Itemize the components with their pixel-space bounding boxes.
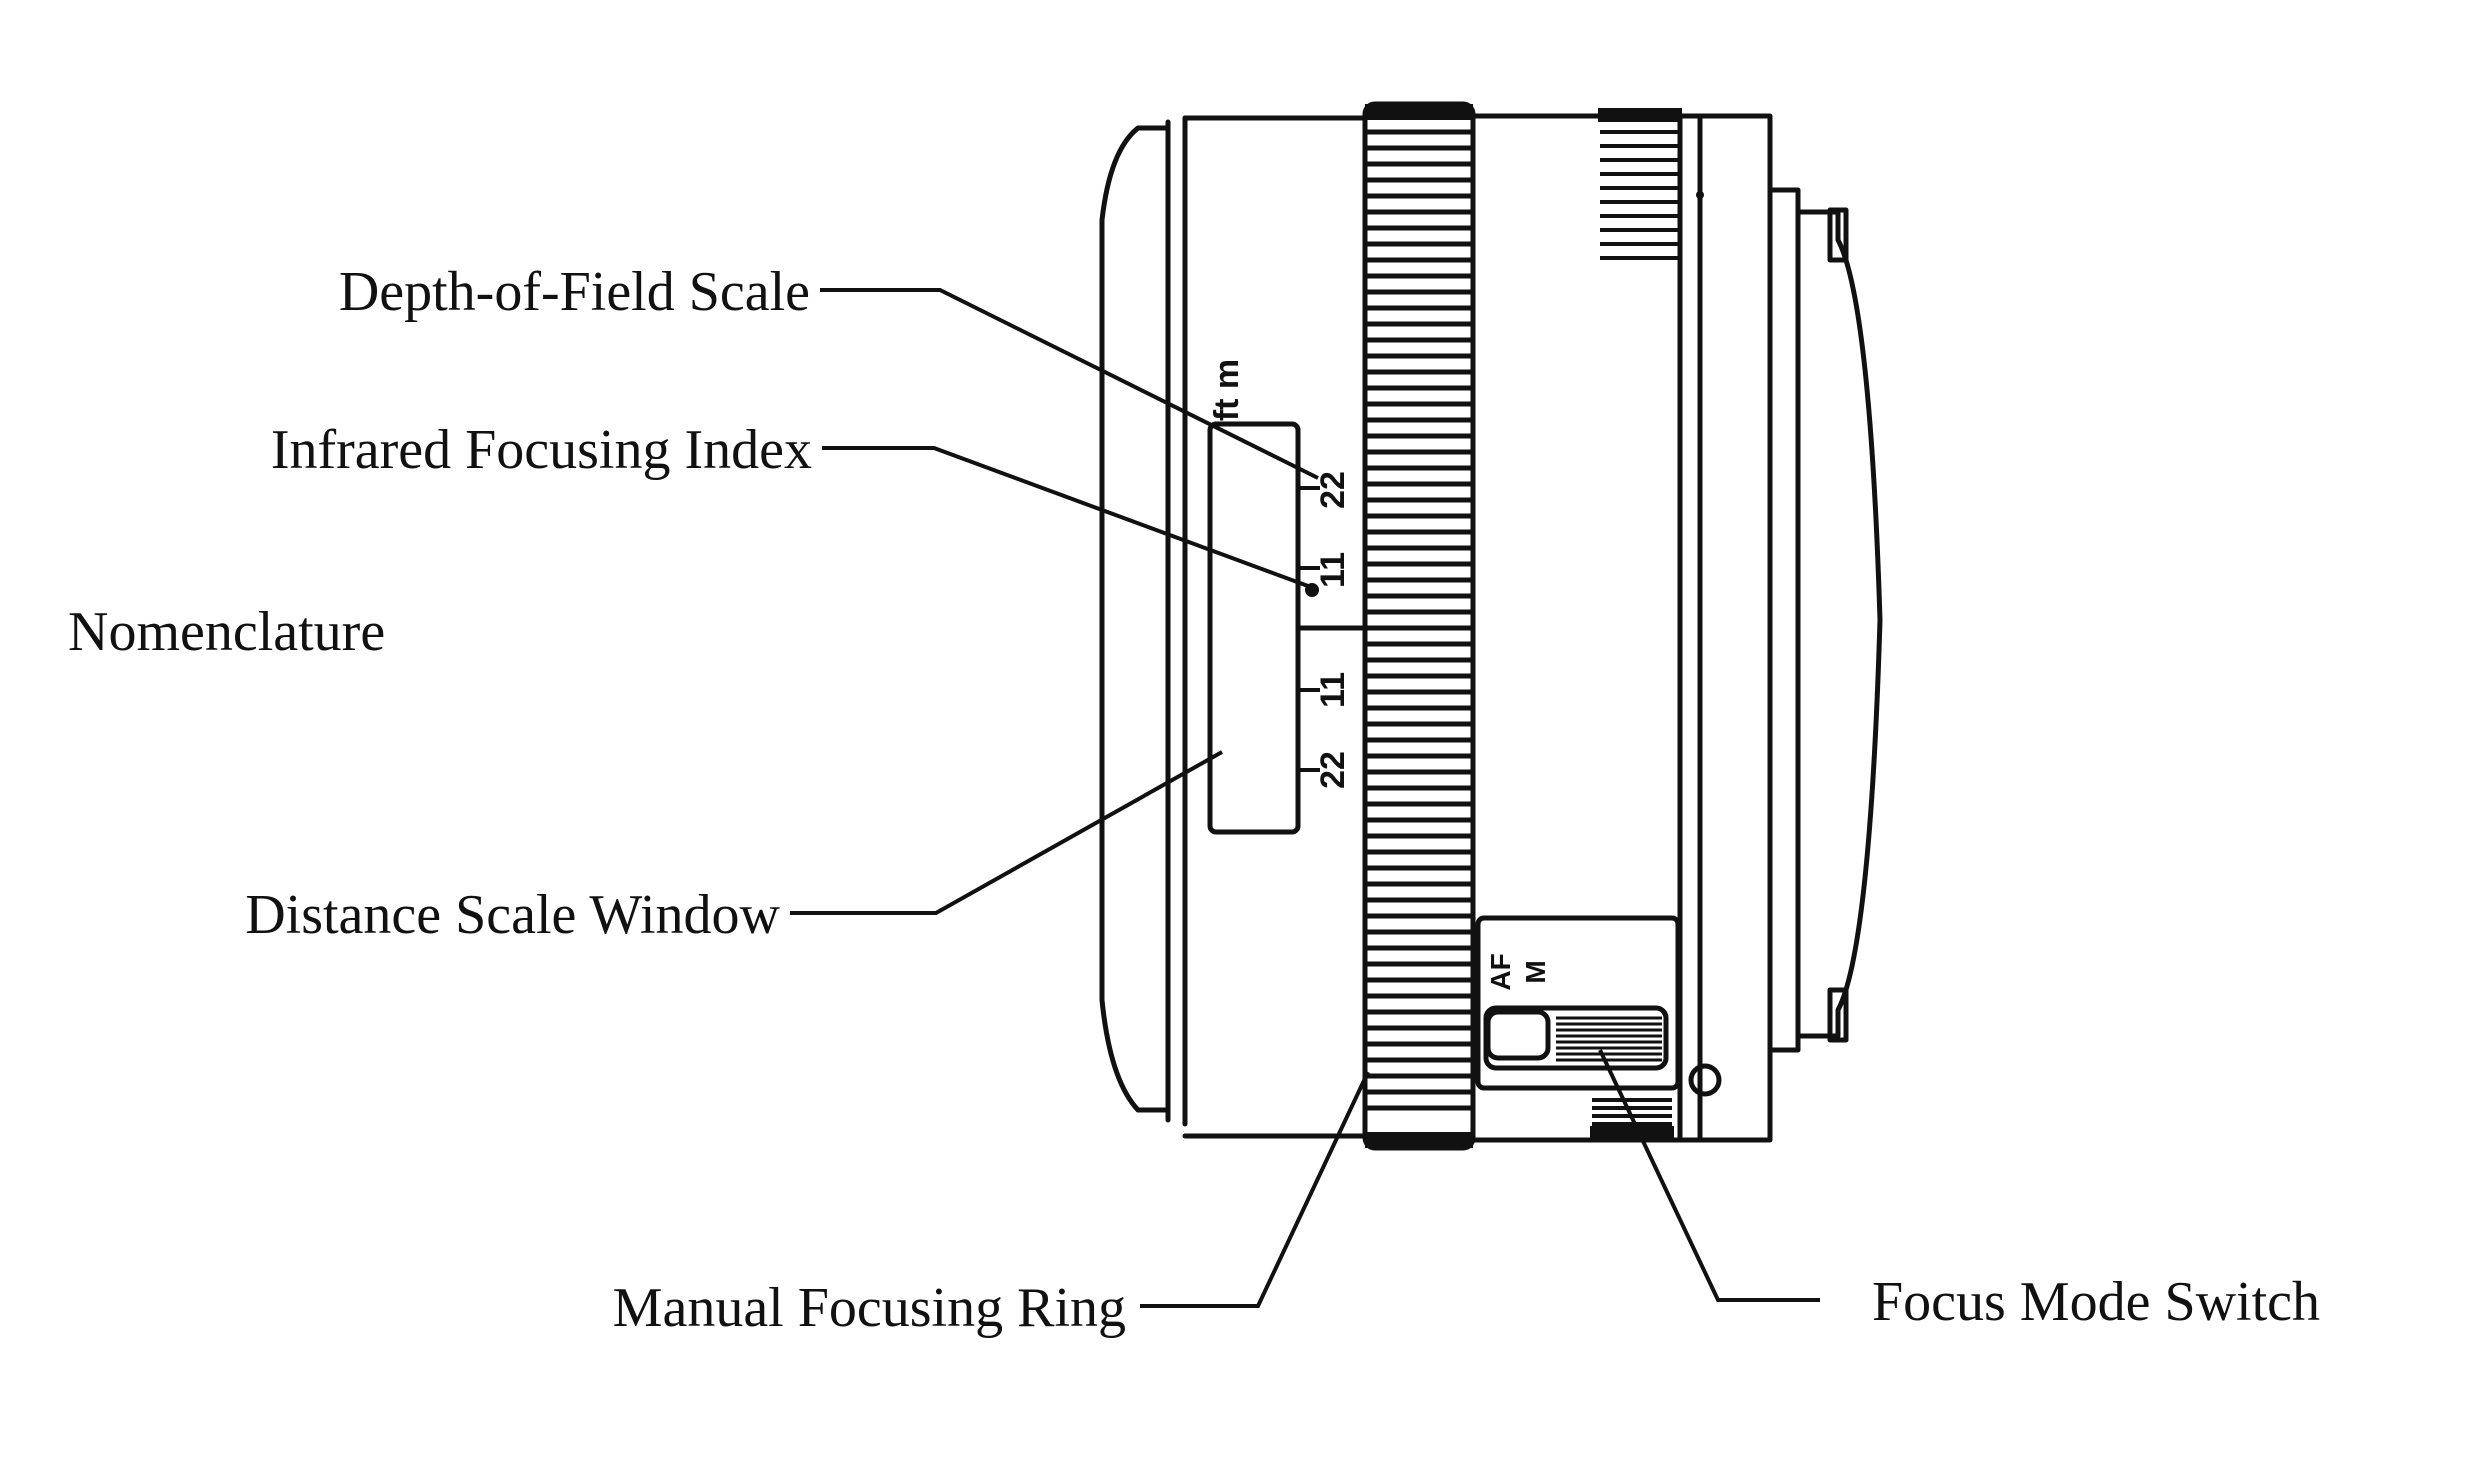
label-nomenclature: Nomenclature [68, 601, 385, 663]
rear-grip-top [1600, 130, 1680, 260]
rear-barrel-dot [1696, 191, 1704, 199]
leader-manual-focusing-ring [1140, 1071, 1370, 1308]
scale-mark-ft-m: ft m [1208, 359, 1246, 421]
label-manual-focusing-ring: Manual Focusing Ring [613, 1277, 1126, 1339]
scale-mark-upper-22: 22 [1314, 471, 1352, 509]
leader-focus-mode-switch [1598, 1049, 1820, 1302]
infrared-focusing-index-dot [1305, 583, 1319, 597]
focusing-ring-knurling [1367, 129, 1471, 1111]
mount-ring [1767, 187, 1801, 1053]
front-element [1099, 125, 1171, 1113]
label-distance-scale-window: Distance Scale Window [245, 884, 780, 946]
switch-window-frame [1475, 915, 1681, 1091]
scale-mark-upper-11: 11 [1314, 552, 1352, 588]
leader-depth-of-field-scale [820, 288, 1319, 480]
leader-infrared-focusing-index [822, 446, 1309, 588]
mount-bayonet-top [1827, 207, 1849, 263]
rear-grip-top-band [1598, 108, 1682, 122]
scale-mark-lower-22: 22 [1314, 751, 1352, 789]
scale-ticks [1300, 486, 1320, 772]
ring-top-band [1365, 104, 1473, 120]
lens-screw [1688, 1063, 1722, 1097]
rear-grip-bottom [1592, 1098, 1672, 1126]
switch-slider-knob [1485, 1009, 1551, 1061]
switch-slider-texture [1556, 1016, 1662, 1062]
scale-mark-lower-11: 11 [1314, 672, 1352, 708]
rear-barrel-flange [1677, 113, 1773, 1143]
label-focus-mode-switch: Focus Mode Switch [1872, 1271, 2320, 1333]
switch-mark-af: AF [1485, 953, 1516, 990]
distance-scale-window-frame [1207, 421, 1301, 835]
switch-mark-m: M [1520, 960, 1551, 983]
ring-bottom-band [1365, 1132, 1473, 1148]
label-depth-of-field-scale: Depth-of-Field Scale [339, 261, 810, 323]
leader-distance-scale-window [790, 750, 1223, 915]
mount-bayonet-bottom [1827, 987, 1849, 1043]
label-infrared-focusing-index: Infrared Focusing Index [271, 419, 812, 481]
depth-of-field-scale-marks: 22 11 11 22 ft m [1208, 359, 1352, 789]
rear-grip-bottom-band [1590, 1126, 1674, 1140]
mount-flange [1795, 209, 1883, 1039]
